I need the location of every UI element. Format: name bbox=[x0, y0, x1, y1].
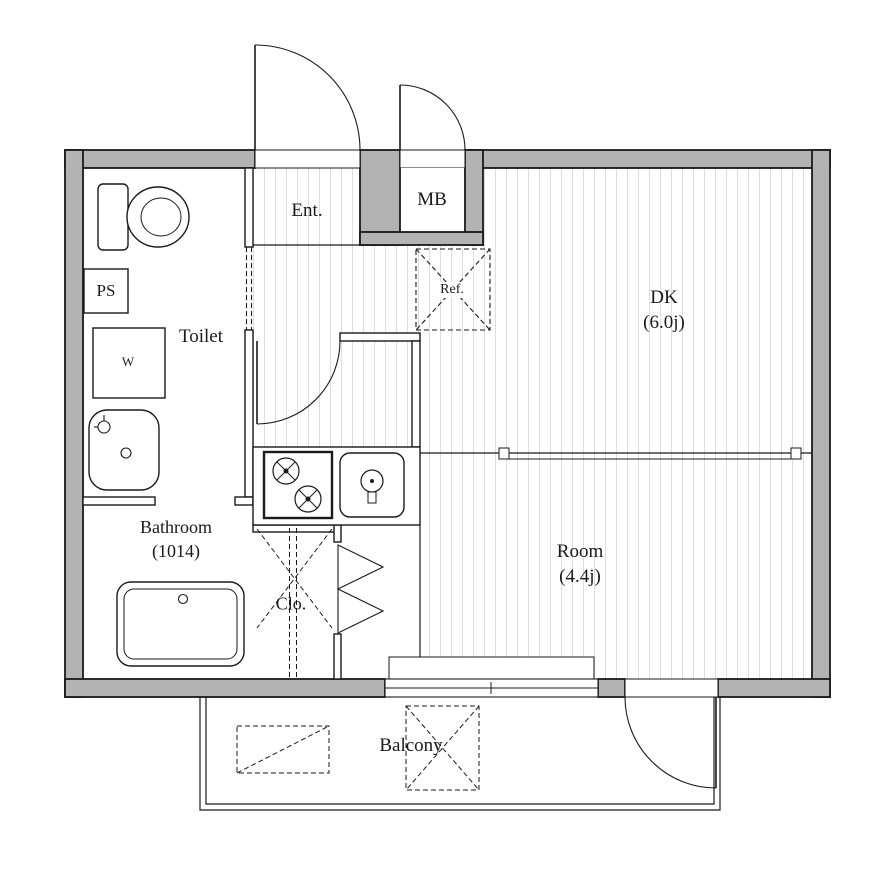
refrigerator-box bbox=[415, 248, 491, 331]
outer-walls bbox=[64, 149, 831, 698]
meter-box-interior bbox=[401, 168, 464, 231]
ac-unit-box bbox=[236, 725, 330, 774]
closet-hanger-dashes bbox=[256, 528, 333, 678]
bathroom-name: Bathroom bbox=[140, 517, 212, 537]
bathtub bbox=[116, 581, 245, 667]
meter-box-door bbox=[399, 84, 466, 151]
dining-kitchen-label: DK (6.0j) bbox=[643, 285, 685, 335]
bathroom-label: Bathroom (1014) bbox=[140, 515, 212, 563]
entrance-label: Ent. bbox=[291, 200, 323, 221]
bathroom-size: (1014) bbox=[152, 541, 200, 561]
meter-box-label: MB bbox=[417, 189, 447, 210]
refrigerator-label: Ref. bbox=[438, 282, 466, 298]
room-label: Room (4.4j) bbox=[557, 539, 603, 589]
closet-label: Clo. bbox=[275, 593, 307, 614]
room-size: (4.4j) bbox=[559, 566, 601, 587]
washbasin bbox=[88, 409, 160, 491]
balcony-door bbox=[624, 696, 717, 789]
toilet-fixture bbox=[97, 183, 190, 251]
toilet-sliding-door bbox=[245, 247, 253, 330]
pipe-space-label: PS bbox=[96, 281, 116, 300]
dining-kitchen-name: DK bbox=[650, 287, 678, 308]
room-window bbox=[384, 656, 599, 698]
closet-bifold-door bbox=[337, 544, 385, 634]
toilet-label: Toilet bbox=[178, 326, 224, 347]
service-box bbox=[405, 705, 480, 791]
kitchen-stove bbox=[262, 450, 334, 520]
kitchen-sink bbox=[339, 452, 405, 518]
dining-kitchen-size: (6.0j) bbox=[643, 312, 685, 333]
entrance-door bbox=[254, 44, 361, 151]
dk-room-partition bbox=[420, 447, 812, 460]
hall-door bbox=[256, 340, 341, 425]
balcony-label: Balcony bbox=[379, 735, 443, 756]
door-thresholds bbox=[254, 149, 719, 698]
pipe-space-box bbox=[83, 268, 129, 314]
room-name: Room bbox=[556, 541, 604, 562]
washer-pan bbox=[92, 327, 166, 399]
balcony-rail bbox=[199, 697, 721, 811]
washer-label: W bbox=[121, 354, 135, 369]
